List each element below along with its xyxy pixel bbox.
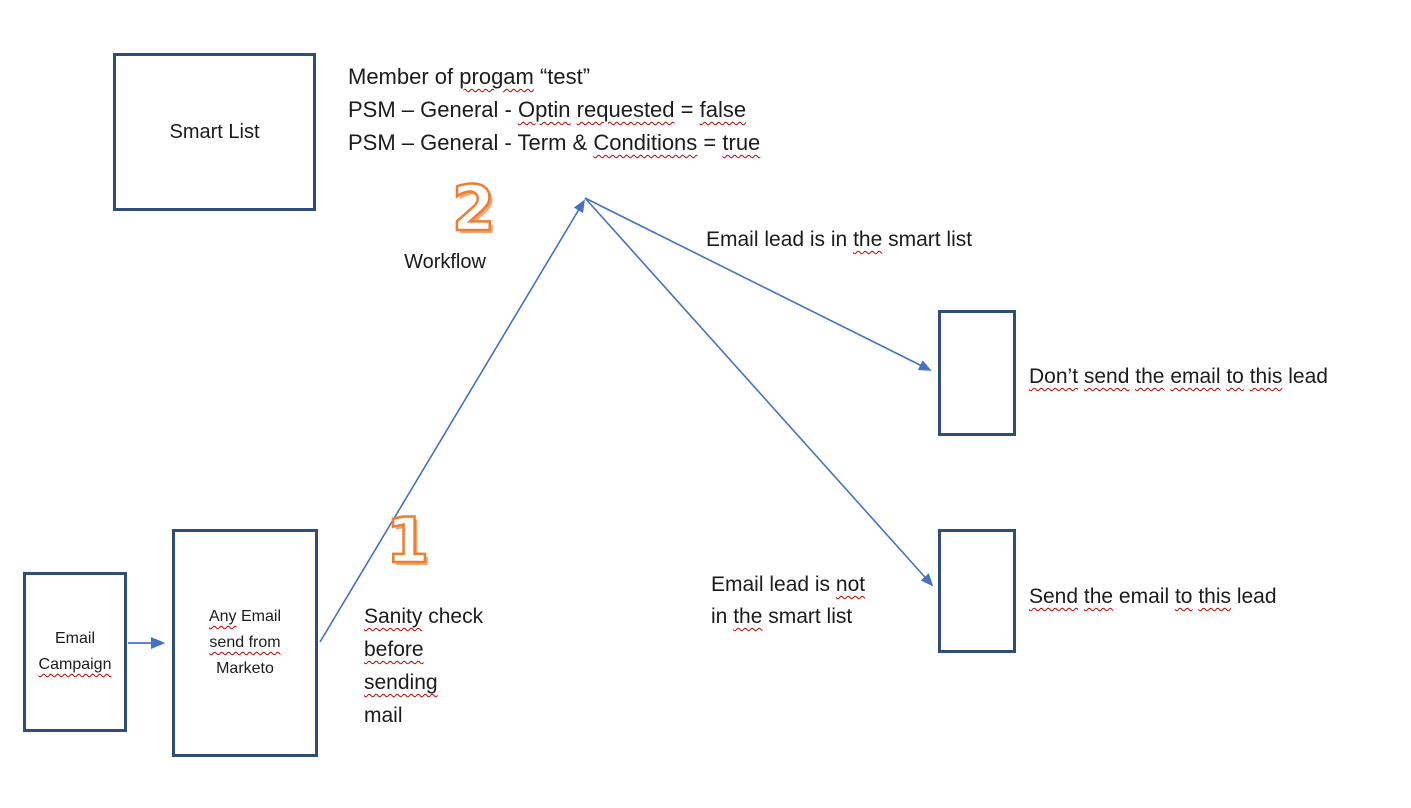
arrow-workflow-to-send — [584, 197, 934, 587]
smart-list-label: Smart List — [169, 120, 260, 143]
dont-send-text: Don’t send the email to this lead — [1029, 365, 1328, 388]
step-1-number: 1 — [385, 504, 431, 577]
dont-send-box — [938, 310, 1016, 436]
smart-list-criteria-text: Member of progam “test”PSM – General - O… — [348, 64, 761, 155]
smart-list-box: Smart List — [113, 53, 316, 211]
send-text: Send the email to this lead — [1029, 585, 1277, 608]
step-2-number: 2 — [451, 172, 497, 245]
workflow-label: Workflow — [404, 251, 486, 273]
send-box — [938, 529, 1016, 653]
lead-in-list-text: Email lead is in the smart list — [706, 228, 973, 251]
